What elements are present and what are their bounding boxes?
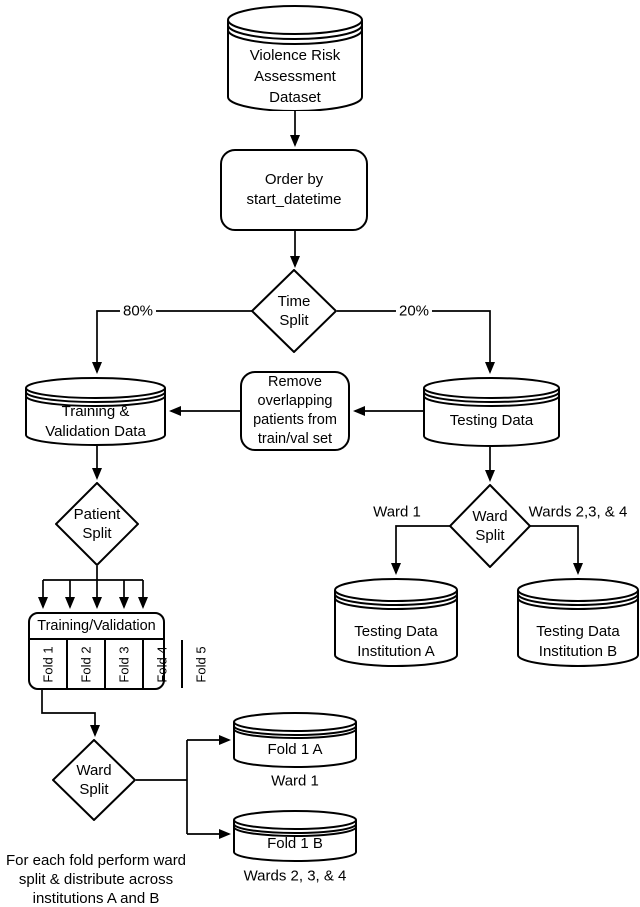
- trainval-label: Training & Validation Data: [45, 403, 146, 440]
- fold-3-label: Fold 3: [116, 645, 132, 683]
- edge-timesplit-to-testing: [337, 310, 495, 374]
- diamond-shape-icon: [251, 269, 337, 353]
- cylinder-shape-icon: [227, 5, 363, 111]
- institution-a-cylinder: Testing Data Institution A: [334, 578, 458, 667]
- folds-header: Training/Validation: [30, 614, 163, 640]
- testing-label: Testing Data: [449, 412, 534, 429]
- edge-wardsplit-to-instb: [530, 525, 583, 575]
- fold1b-wards-caption: Wards 2, 3, & 4: [243, 867, 347, 885]
- cylinder-shape-icon: [517, 578, 639, 667]
- folds-table: Training/Validation Fold 1 Fold 2 Fold 3…: [28, 612, 208, 690]
- fold-2-label: Fold 2: [78, 645, 94, 683]
- cylinder-shape-icon: [233, 712, 357, 768]
- edge-label-ward1: Ward 1: [373, 503, 421, 521]
- cylinder-shape-icon: [233, 810, 357, 862]
- fold-5-label: Fold 5: [193, 645, 209, 683]
- fold1a-label: Fold 1 A: [267, 741, 323, 758]
- diamond-shape-icon: [52, 739, 136, 821]
- edge-timesplit-to-trainval: [92, 310, 253, 374]
- fold-column-5: Fold 5: [180, 640, 219, 688]
- cylinder-shape-icon: [423, 377, 560, 447]
- fold-column-4: Fold 4: [142, 640, 180, 688]
- ward-split-left-diamond: Ward Split: [52, 739, 136, 821]
- diamond-shape-icon: [55, 482, 139, 566]
- edge-label-wards234: Wards 2,3, & 4: [528, 503, 628, 521]
- dataset-cylinder: Violence Risk Assessment Dataset: [227, 5, 363, 111]
- remove-overlap-box: Remove overlapping patients from train/v…: [240, 371, 350, 451]
- diamond-shape-icon: [449, 484, 531, 568]
- fold-1-label: Fold 1: [40, 645, 56, 683]
- bottom-caption: For each fold perform ward split & distr…: [5, 852, 187, 907]
- remove-overlap-label: Remove overlapping patients from train/v…: [253, 374, 337, 447]
- time-split-label: Time Split: [277, 293, 311, 329]
- order-by-label: Order by start_datetime: [246, 171, 342, 208]
- institution-b-label: Testing Data Institution B: [536, 623, 620, 660]
- ward-split-right-label: Ward Split: [472, 508, 508, 544]
- ward-split-right-diamond: Ward Split: [449, 484, 531, 568]
- fold-column-1: Fold 1: [30, 640, 66, 688]
- patient-split-diamond: Patient Split: [55, 482, 139, 566]
- fold-column-3: Fold 3: [104, 640, 142, 688]
- time-split-diamond: Time Split: [251, 269, 337, 353]
- institution-a-label: Testing Data Institution A: [354, 623, 438, 660]
- fold1a-cylinder: Fold 1 A: [233, 712, 357, 768]
- dataset-label: Violence Risk Assessment Dataset: [249, 47, 341, 106]
- fold-column-2: Fold 2: [66, 640, 104, 688]
- patient-split-label: Patient Split: [73, 506, 121, 542]
- trainval-cylinder: Training & Validation Data: [25, 377, 166, 446]
- edge-folds-to-wardsplit: [41, 690, 100, 737]
- ward-split-left-label: Ward Split: [76, 762, 112, 798]
- edge-wardsplit-to-insta: [391, 525, 450, 575]
- fold1b-cylinder: Fold 1 B: [233, 810, 357, 862]
- fold-4-label: Fold 4: [154, 645, 170, 683]
- fold1b-label: Fold 1 B: [267, 835, 323, 852]
- testing-cylinder: Testing Data: [423, 377, 560, 447]
- order-by-box: Order by start_datetime: [220, 149, 368, 231]
- cylinder-shape-icon: [25, 377, 166, 446]
- edge-label-20pct: 20%: [395, 302, 433, 320]
- edge-label-80pct: 80%: [119, 302, 157, 320]
- fold1a-ward-caption: Ward 1: [271, 772, 319, 790]
- folds-columns: Fold 1 Fold 2 Fold 3 Fold 4 Fold 5: [30, 640, 208, 688]
- cylinder-shape-icon: [334, 578, 458, 667]
- institution-b-cylinder: Testing Data Institution B: [517, 578, 639, 667]
